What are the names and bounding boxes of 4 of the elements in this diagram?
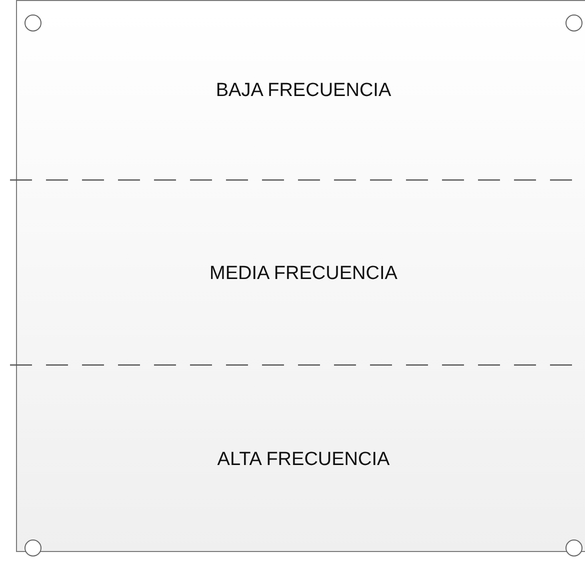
band-label: ALTA FRECUENCIA [217, 448, 390, 470]
band-label: MEDIA FRECUENCIA [210, 262, 398, 284]
panel-box [16, 0, 585, 552]
band-label: BAJA FRECUENCIA [216, 80, 392, 102]
